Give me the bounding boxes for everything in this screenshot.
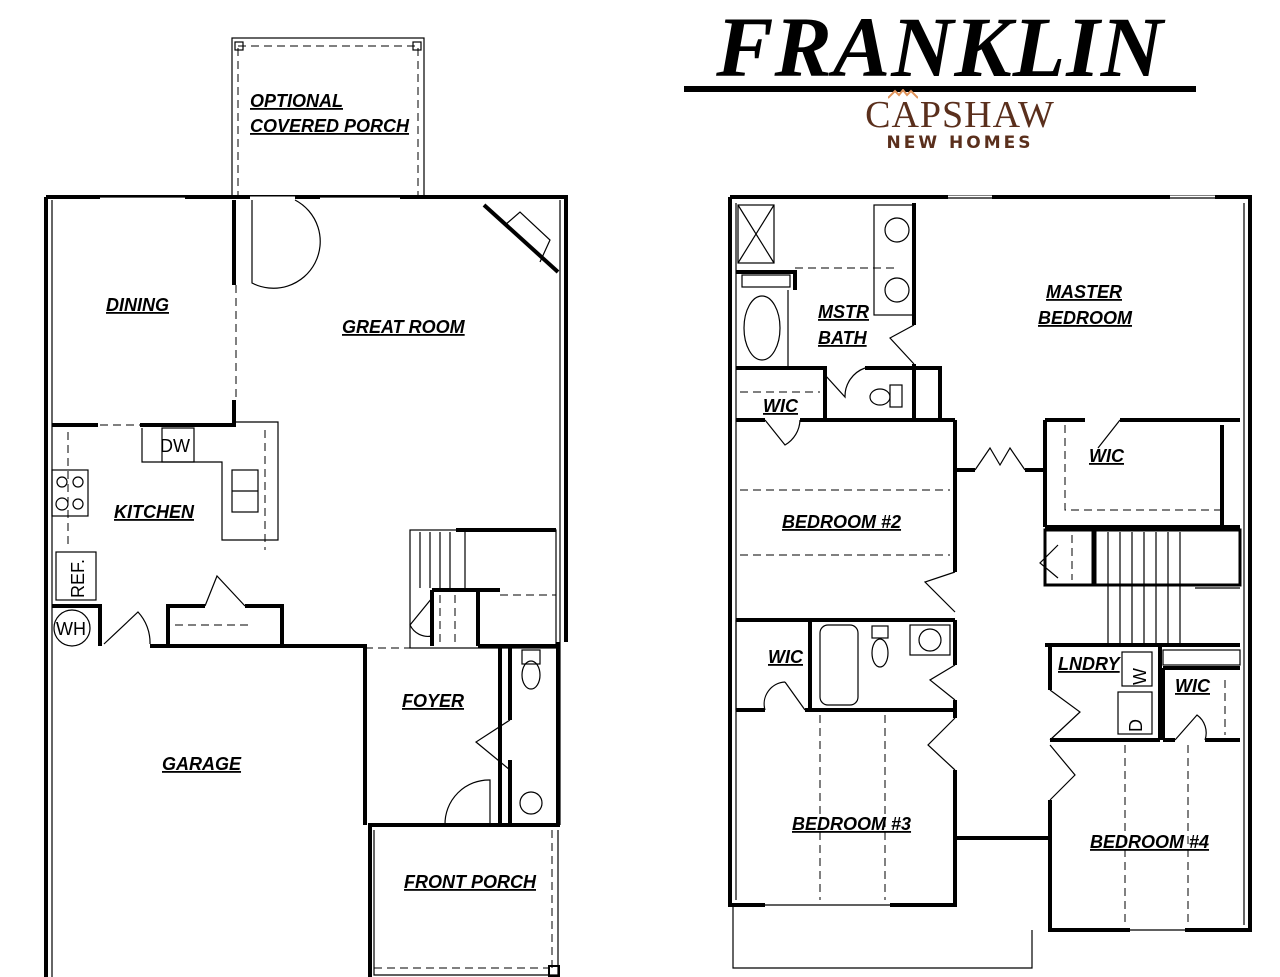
room-label-bedroom-3: BEDROOM #3 [792, 814, 911, 834]
room-label-master-bath-2: BATH [818, 328, 868, 348]
room-label-bedroom-4: BEDROOM #4 [1090, 832, 1209, 852]
water-heater-label: WH [56, 619, 86, 639]
mountain-peaks-icon [888, 89, 918, 99]
room-label-laundry: LNDRY [1058, 654, 1122, 674]
room-label-great-room: GREAT ROOM [342, 317, 466, 337]
room-label-optional-covered-porch-2: COVERED PORCH [250, 116, 410, 136]
washer-label: W [1130, 668, 1150, 685]
brand-name: CAPSHAW [865, 94, 1055, 136]
room-label-wic-master: WIC [1089, 446, 1125, 466]
title-underline [684, 86, 1196, 92]
dishwasher-label: DW [160, 436, 190, 456]
room-label-garage: GARAGE [162, 754, 242, 774]
room-label-wic-master-bath: WIC [763, 396, 799, 416]
second-floor-plan: W D MSTR BATH MASTER BEDROOM WIC WIC BED… [728, 195, 1252, 969]
brand-subtitle: NEW HOMES [886, 133, 1034, 153]
room-label-kitchen: KITCHEN [114, 502, 195, 522]
brand-logo: CAPSHAW NEW HOMES [840, 89, 1080, 153]
room-label-master-bedroom-2: BEDROOM [1038, 308, 1133, 328]
dryer-label: D [1126, 719, 1146, 732]
room-label-foyer: FOYER [402, 691, 464, 711]
room-label-master-bedroom-1: MASTER [1046, 282, 1122, 302]
room-label-front-porch: FRONT PORCH [404, 872, 537, 892]
plan-title: FRANKLIN [716, 0, 1164, 95]
room-label-bedroom-2: BEDROOM #2 [782, 512, 901, 532]
room-label-wic-bedroom-3: WIC [768, 647, 804, 667]
room-label-optional-covered-porch-1: OPTIONAL [250, 91, 343, 111]
room-label-wic-bedroom-4: WIC [1175, 676, 1211, 696]
first-floor-plan: DW REF. WH [44, 37, 568, 977]
room-label-dining: DINING [106, 295, 169, 315]
refrigerator-label: REF. [68, 559, 88, 598]
room-label-master-bath-1: MSTR [818, 302, 869, 322]
